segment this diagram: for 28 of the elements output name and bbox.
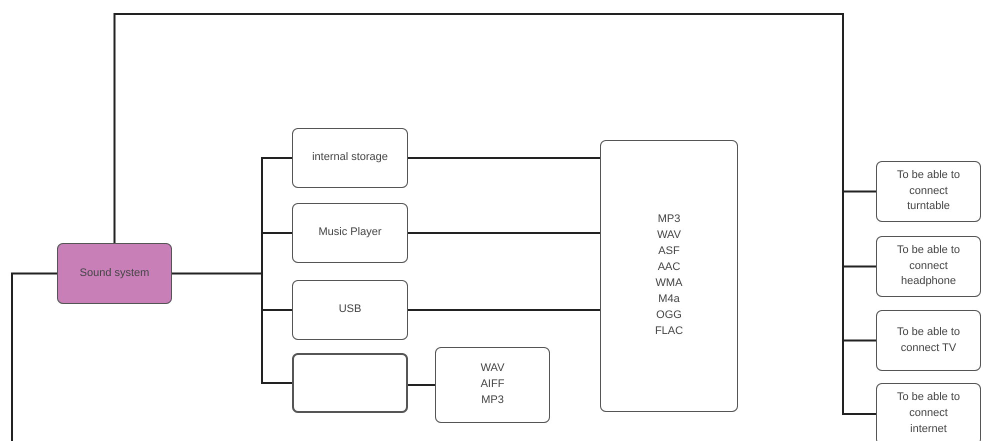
connector-line	[11, 272, 57, 441]
node-label: To be able to connect TV	[896, 324, 961, 356]
feature-box	[876, 310, 981, 371]
format-list-box	[435, 347, 550, 423]
connector-line	[114, 13, 876, 415]
feature-box	[876, 236, 981, 297]
category-box	[292, 280, 408, 340]
category-box	[292, 128, 408, 188]
node-label: USB	[338, 302, 362, 318]
category-box	[292, 203, 408, 263]
connector-line	[408, 232, 600, 234]
node-label: Music Player	[318, 225, 382, 240]
node-label: To be able to connect headphone	[896, 242, 961, 290]
node-label: WAV AIFF MP3	[480, 361, 506, 408]
connector-line	[408, 309, 600, 311]
node-label: MP3 WAV ASF AAC WMA M4a OGG FLAC	[654, 212, 684, 339]
root-box	[57, 243, 172, 304]
connector-line	[172, 272, 292, 384]
node-label: To be able to connect turntable	[896, 168, 961, 214]
format-list-box	[600, 140, 738, 412]
node-label: Sound system	[80, 266, 150, 281]
node-label: internal storage	[312, 150, 388, 166]
connector-line	[408, 384, 435, 386]
feature-box	[876, 161, 981, 222]
category-box	[292, 353, 408, 413]
feature-box	[876, 383, 981, 441]
node-label: To be able to connect internet	[896, 390, 961, 437]
connector-line	[408, 157, 600, 159]
